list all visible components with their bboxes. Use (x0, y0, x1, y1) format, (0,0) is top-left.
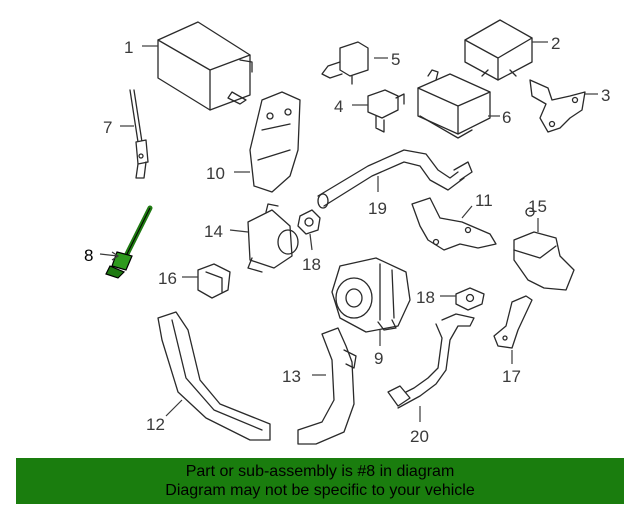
part-7-sensor[interactable] (129, 89, 149, 179)
part-3-bracket[interactable] (529, 79, 586, 133)
callout-1[interactable]: 1 (124, 38, 133, 57)
part-20-pipe[interactable] (387, 313, 475, 409)
callout-12[interactable]: 12 (146, 415, 165, 434)
callout-10[interactable]: 10 (206, 164, 225, 183)
callout-11[interactable]: 11 (475, 191, 493, 210)
callout-19[interactable]: 19 (368, 199, 387, 218)
callout-4[interactable]: 4 (334, 97, 343, 116)
banner-line-2: Diagram may not be specific to your vehi… (165, 482, 475, 499)
callout-17[interactable]: 17 (502, 367, 521, 386)
part-14-valve[interactable] (247, 203, 299, 273)
part-18-gasket-a[interactable] (297, 209, 321, 235)
callout-7[interactable]: 7 (103, 118, 112, 137)
part-19-tube[interactable] (317, 149, 473, 209)
callout-5[interactable]: 5 (391, 50, 400, 69)
part-9-air-pump[interactable] (331, 257, 411, 333)
callout-9[interactable]: 9 (374, 349, 383, 368)
callout-18a[interactable]: 18 (302, 255, 321, 274)
callout-3[interactable]: 3 (601, 86, 610, 105)
part-1-canister[interactable] (157, 21, 253, 111)
callout-13[interactable]: 13 (282, 367, 301, 386)
part-17-bracket[interactable] (493, 295, 533, 349)
part-16-clip[interactable] (197, 263, 231, 299)
part-18-gasket-b[interactable] (455, 287, 485, 311)
highlight-banner: Part or sub-assembly is #8 in diagram Di… (16, 458, 624, 504)
callout-18b[interactable]: 18 (416, 288, 435, 307)
part-15-actuator[interactable] (513, 207, 575, 291)
callout-20[interactable]: 20 (410, 427, 429, 446)
part-10-heat-shield[interactable] (249, 91, 301, 193)
part-12-pipe[interactable] (157, 311, 271, 441)
part-5-solenoid[interactable] (321, 41, 369, 85)
banner-line-1: Part or sub-assembly is #8 in diagram (185, 463, 455, 480)
part-6-control[interactable] (417, 69, 491, 139)
callout-2[interactable]: 2 (551, 34, 560, 53)
part-8-sensor-highlighted[interactable] (105, 205, 153, 279)
callout-8[interactable]: 8 (84, 246, 93, 265)
part-11-bracket[interactable] (411, 197, 497, 251)
callout-6[interactable]: 6 (502, 108, 511, 127)
callout-15[interactable]: 15 (528, 197, 547, 216)
part-2-module[interactable] (464, 19, 533, 81)
callout-14[interactable]: 14 (204, 222, 223, 241)
part-13-hose[interactable] (297, 327, 357, 445)
callout-16[interactable]: 16 (158, 269, 177, 288)
part-4-valve[interactable] (367, 89, 405, 133)
